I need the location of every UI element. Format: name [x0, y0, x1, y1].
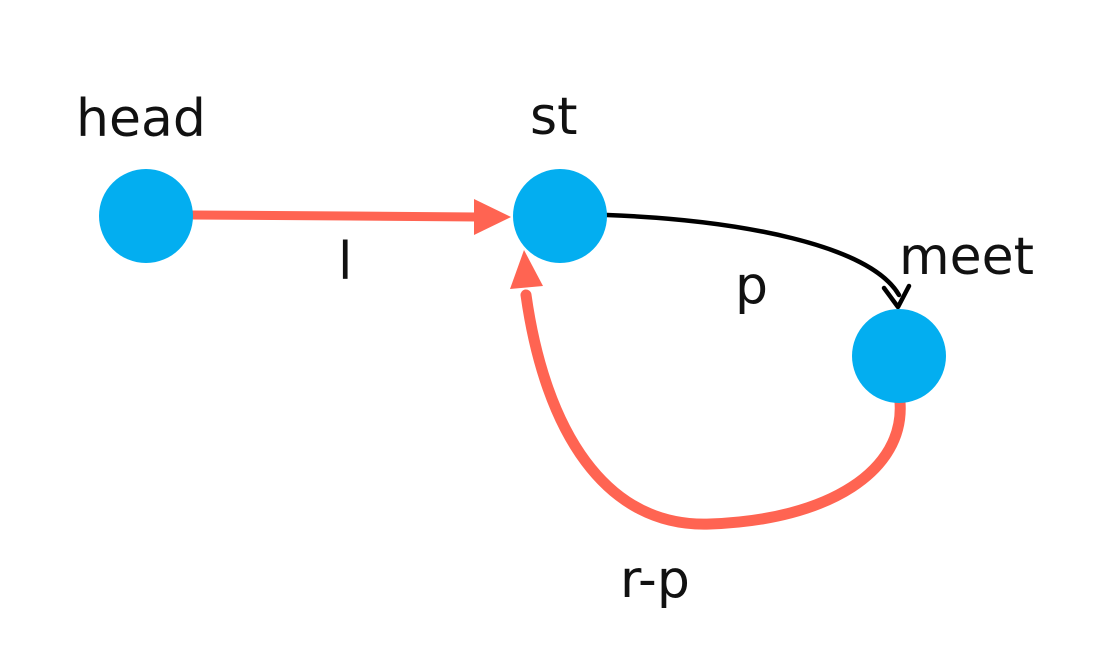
- node-meet-circle: [852, 309, 946, 403]
- edge-st-to-meet-arrowhead: [881, 283, 912, 310]
- edge-head-to-st-label: l: [338, 232, 352, 292]
- node-st-label: st: [530, 87, 577, 147]
- edge-head-to-st-arrowhead: [474, 199, 511, 235]
- node-head-label: head: [76, 89, 206, 149]
- node-st-circle: [513, 169, 607, 263]
- edge-st-to-meet-line: [604, 212, 902, 298]
- edge-meet-to-st: [510, 250, 906, 530]
- edge-st-to-meet-label: p: [735, 256, 768, 316]
- node-head-circle: [99, 169, 193, 263]
- edge-meet-to-st-arrowhead: [510, 250, 543, 289]
- edge-meet-to-st-line: [520, 289, 906, 530]
- edge-head-to-st: [188, 199, 511, 235]
- edge-head-to-st-line: [188, 210, 483, 222]
- edge-meet-to-st-label: r-p: [620, 550, 690, 610]
- node-meet-label: meet: [899, 227, 1034, 287]
- edge-st-to-meet: [604, 212, 912, 310]
